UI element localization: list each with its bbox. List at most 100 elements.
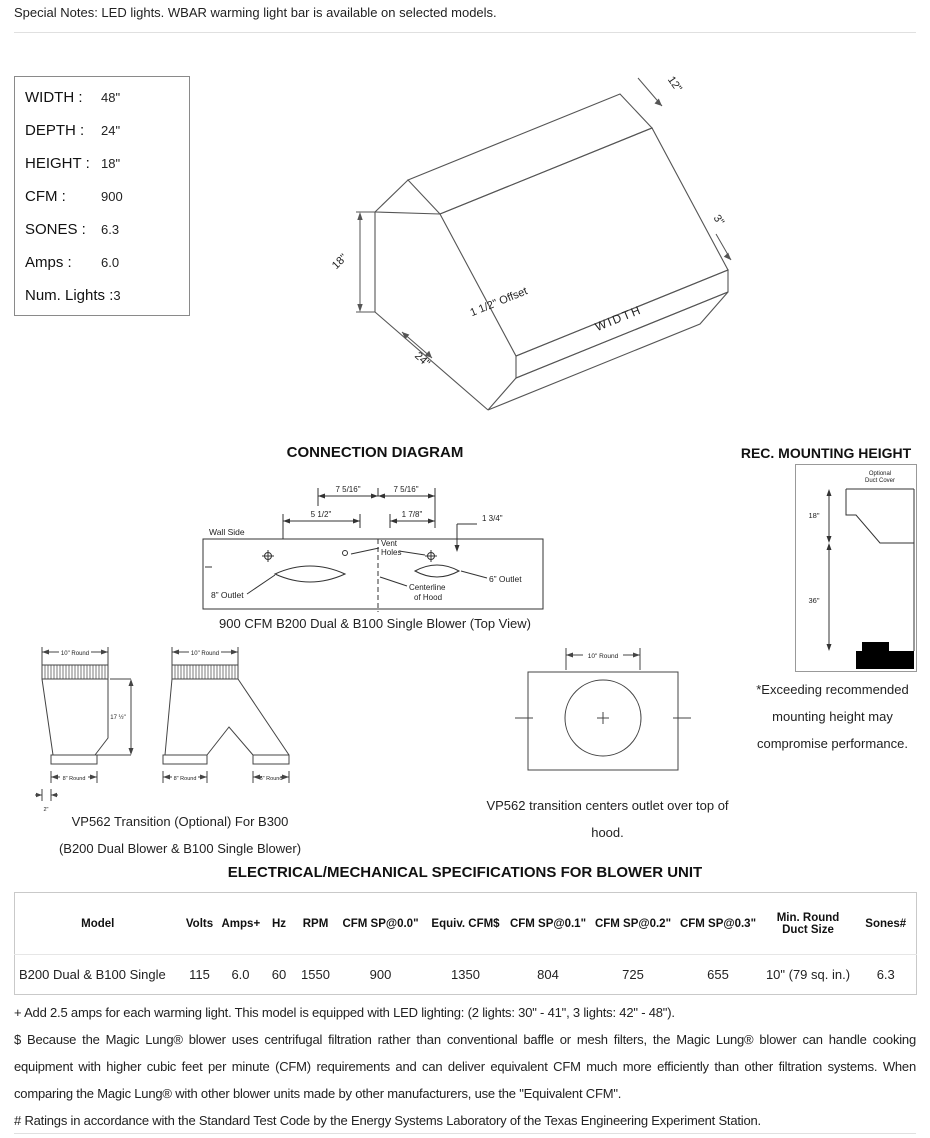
connection-dimensions bbox=[282, 488, 477, 552]
topview-caption-line-1: VP562 transition centers outlet over top… bbox=[486, 798, 729, 813]
vent-holes-label-2: Holes bbox=[381, 548, 401, 557]
column-header-cfm-sp03: CFM SP@0.3" bbox=[679, 917, 757, 930]
spec-row-lights: Num. Lights : 3 bbox=[15, 279, 189, 312]
connection-diagram-drawing: 7 5/16" 7 5/16" 5 1/2" 1 7/8" 1 3/4" Wal… bbox=[202, 485, 544, 612]
hood-topview-outline bbox=[202, 538, 544, 610]
spec-label: CFM : bbox=[25, 188, 66, 205]
mounting-height-drawing: Optional Duct Cover 18" 36" bbox=[808, 471, 915, 669]
column-header-cfm-sp01: CFM SP@0.1" bbox=[509, 917, 587, 930]
iso-offset-label: 1 1/2" Offset bbox=[469, 285, 530, 319]
cell-equiv-cfm: 1350 bbox=[451, 967, 480, 982]
topview-outline bbox=[515, 648, 691, 771]
spec-value: 6.0 bbox=[101, 255, 120, 270]
mounting-36-label: 36" bbox=[808, 596, 819, 605]
spec-value: 18" bbox=[101, 156, 121, 171]
spec-label: WIDTH : bbox=[25, 89, 83, 106]
special-notes: Special Notes: LED lights. WBAR warming … bbox=[14, 5, 497, 20]
optional-duct-cover-label-2: Duct Cover bbox=[865, 478, 895, 484]
spec-label: Amps : bbox=[25, 254, 72, 271]
cell-sones: 6.3 bbox=[876, 967, 895, 982]
vp562-topview-drawing: 10" Round bbox=[515, 648, 691, 771]
round10-label-b: 10" Round bbox=[191, 651, 219, 657]
spec-value: 24" bbox=[101, 123, 121, 138]
transition-b200-outline bbox=[35, 647, 134, 801]
dim-5half-label: 5 1/2" bbox=[311, 510, 332, 519]
spec-label: Num. Lights : bbox=[25, 287, 114, 304]
mounting-note-line-3: compromise performance. bbox=[757, 736, 908, 751]
column-header-cfm-sp00: CFM SP@0.0" bbox=[342, 917, 419, 930]
topview-round10-label: 10" Round bbox=[588, 653, 619, 660]
footnote-ratings: # Ratings in accordance with the Standar… bbox=[14, 1113, 761, 1128]
offset-2-label: 2" bbox=[43, 807, 48, 813]
transition-caption: VP562 Transition (Optional) For B300 (B2… bbox=[25, 808, 335, 862]
cell-cfm-sp01: 804 bbox=[537, 967, 559, 982]
mounting-dimension-lines bbox=[826, 489, 832, 651]
leader-lines bbox=[246, 539, 488, 612]
spec-label: SONES : bbox=[25, 221, 86, 238]
dim-1-78-label: 1 7/8" bbox=[402, 510, 423, 519]
topview-caption-line-2: hood. bbox=[591, 825, 624, 840]
outlet-6-label: 6” Outlet bbox=[489, 574, 522, 584]
topview-caption: VP562 transition centers outlet over top… bbox=[470, 792, 745, 846]
column-header-volts: Volts bbox=[185, 917, 214, 930]
column-header-hz: Hz bbox=[271, 917, 287, 930]
transition-caption-line-2: (B200 Dual Blower & B100 Single Blower) bbox=[58, 841, 302, 856]
iso-topdepth-label: 12" bbox=[665, 74, 684, 94]
spec-value: 3 bbox=[113, 288, 121, 303]
footnote-amps: + Add 2.5 amps for each warming light. T… bbox=[14, 1005, 675, 1020]
spec-row-height: HEIGHT : 18" bbox=[15, 147, 189, 180]
column-header-cfm-sp02: CFM SP@0.2" bbox=[594, 917, 672, 930]
spec-row-cfm: CFM : 900 bbox=[15, 180, 189, 213]
dim-7a-label: 7 5/16" bbox=[335, 485, 360, 494]
cell-amps: 6.0 bbox=[231, 967, 250, 982]
spec-row-sones: SONES : 6.3 bbox=[15, 213, 189, 246]
optional-duct-cover-label-1: Optional bbox=[869, 471, 891, 477]
iso-height-label: 18" bbox=[330, 252, 350, 272]
iso-lip-label: 3" bbox=[711, 213, 727, 228]
cell-hz: 60 bbox=[271, 967, 287, 982]
connection-diagram-title: CONNECTION DIAGRAM bbox=[286, 444, 464, 461]
spec-label: HEIGHT : bbox=[25, 155, 90, 172]
round8-label-b: 8" Round bbox=[174, 776, 197, 782]
footnotes: + Add 2.5 amps for each warming light. T… bbox=[14, 999, 916, 1134]
cell-volts: 115 bbox=[189, 967, 210, 982]
cell-cfm-sp00: 900 bbox=[369, 967, 392, 982]
transition-caption-line-1: VP562 Transition (Optional) For B300 bbox=[71, 814, 289, 829]
vp562-transition-drawing: 10" Round 10" Round 17 ½" 8" Round 8" Ro… bbox=[35, 647, 290, 813]
mounting-height-title: REC. MOUNTING HEIGHT bbox=[740, 445, 912, 461]
column-header-equiv-cfm: Equiv. CFM$ bbox=[431, 917, 500, 930]
iso-dimension-lines bbox=[356, 77, 732, 359]
spec-summary-box: WIDTH : 48" DEPTH : 24" HEIGHT : 18" CFM… bbox=[14, 76, 190, 316]
centerline-label-2: of Hood bbox=[414, 593, 442, 602]
spec-row-width: WIDTH : 48" bbox=[15, 81, 189, 114]
mounting-note-line-2: mounting height may bbox=[772, 709, 893, 724]
dim-1-34-label: 1 3/4" bbox=[482, 514, 503, 523]
height-17half-label: 17 ½" bbox=[110, 714, 125, 721]
mounting-note-line-1: *Exceeding recommended bbox=[756, 682, 909, 697]
blower-outlets bbox=[262, 550, 461, 583]
footnote-magic-lung: $ Because the Magic Lung® blower uses ce… bbox=[14, 1032, 916, 1101]
centerline-label-1: Centerline bbox=[409, 583, 446, 592]
mounting-height-box: Optional Duct Cover 18" 36" bbox=[795, 464, 917, 672]
spec-row-amps: Amps : 6.0 bbox=[15, 246, 189, 279]
cell-duct-size: 10" (79 sq. in.) bbox=[765, 967, 851, 982]
table-row: B200 Dual & B100 Single 115 6.0 60 1550 … bbox=[14, 954, 917, 995]
cell-cfm-sp02: 725 bbox=[622, 967, 644, 982]
hood-isometric-drawing: 18" 12" 3" 1 1/2" Offset WIDTH 24" bbox=[330, 74, 732, 411]
range-silhouette bbox=[856, 642, 914, 669]
round6-label: 6" Round bbox=[260, 776, 283, 782]
mounting-note: *Exceeding recommended mounting height m… bbox=[740, 676, 925, 757]
column-header-rpm: RPM bbox=[302, 917, 329, 930]
round8-label-a: 8" Round bbox=[63, 776, 86, 782]
mounting-18-label: 18" bbox=[808, 511, 819, 520]
table-header-row: Model Volts Amps+ Hz RPM CFM SP@0.0" Equ… bbox=[15, 893, 917, 955]
spec-label: DEPTH : bbox=[25, 122, 85, 139]
connection-diagram-caption: 900 CFM B200 Dual & B100 Single Blower (… bbox=[219, 616, 531, 631]
column-header-model: Model bbox=[81, 917, 115, 930]
outlet-8-label: 8” Outlet bbox=[211, 590, 244, 600]
blower-spec-table-title: ELECTRICAL/MECHANICAL SPECIFICATIONS FOR… bbox=[227, 864, 703, 881]
cell-model: B200 Dual & B100 Single bbox=[19, 967, 166, 982]
spec-row-depth: DEPTH : 24" bbox=[15, 114, 189, 147]
cell-cfm-sp03: 655 bbox=[707, 967, 729, 982]
spec-value: 900 bbox=[101, 189, 123, 204]
